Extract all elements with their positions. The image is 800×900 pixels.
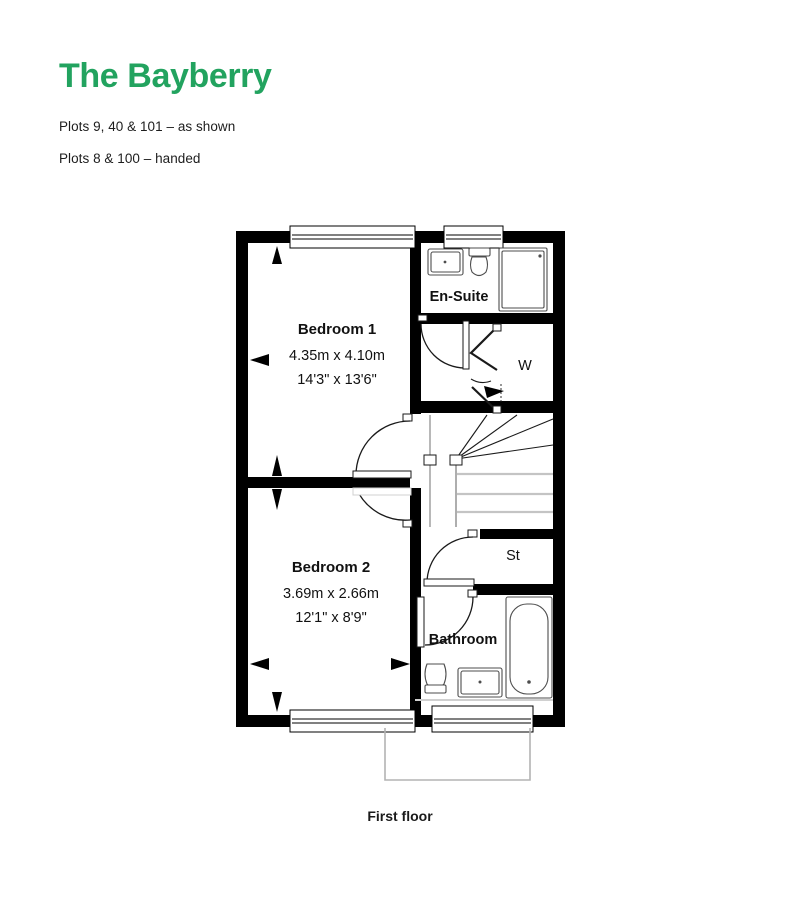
door-bed2 xyxy=(352,487,413,528)
window-bed1-front xyxy=(289,225,416,249)
room-label-store: St xyxy=(506,548,520,564)
plots-handed-text: Plots 8 & 100 – handed xyxy=(59,151,201,166)
bathroom-fixtures xyxy=(415,596,553,701)
room-dim-imperial-bedroom-2: 12'1" x 8'9" xyxy=(295,610,366,626)
window-ensuite xyxy=(443,225,504,249)
room-label-bedroom-2: Bedroom 2 xyxy=(292,559,370,576)
door-ensuite xyxy=(417,314,470,370)
room-label-bathroom: Bathroom xyxy=(429,632,497,648)
door-bed1 xyxy=(352,413,413,479)
door-bathroom xyxy=(416,589,478,648)
page-title: The Bayberry xyxy=(59,57,272,95)
porch-canopy xyxy=(384,728,531,781)
door-store xyxy=(423,529,478,587)
floor-caption: First floor xyxy=(367,808,433,824)
window-bathroom-rear xyxy=(431,705,534,733)
room-dim-metric-bedroom-1: 4.35m x 4.10m xyxy=(289,348,385,364)
room-dim-metric-bedroom-2: 3.69m x 2.66m xyxy=(283,586,379,602)
room-dim-imperial-bedroom-1: 14'3" x 13'6" xyxy=(297,372,377,388)
plots-as-shown-text: Plots 9, 40 & 101 – as shown xyxy=(59,119,236,134)
floor-plan: Bedroom 1 4.35m x 4.10m 14'3" x 13'6" Be… xyxy=(225,212,585,792)
room-label-en-suite: En-Suite xyxy=(430,289,489,305)
ensuite-fixtures xyxy=(427,247,548,312)
floor-plan-drawing: Bedroom 1 4.35m x 4.10m 14'3" x 13'6" Be… xyxy=(236,225,565,781)
dimension-markers xyxy=(250,246,410,712)
staircase xyxy=(421,413,554,529)
window-bed2-rear xyxy=(289,709,416,733)
door-wardrobe xyxy=(469,323,504,414)
room-label-bedroom-1: Bedroom 1 xyxy=(298,321,376,338)
room-label-wardrobe: W xyxy=(518,358,532,374)
